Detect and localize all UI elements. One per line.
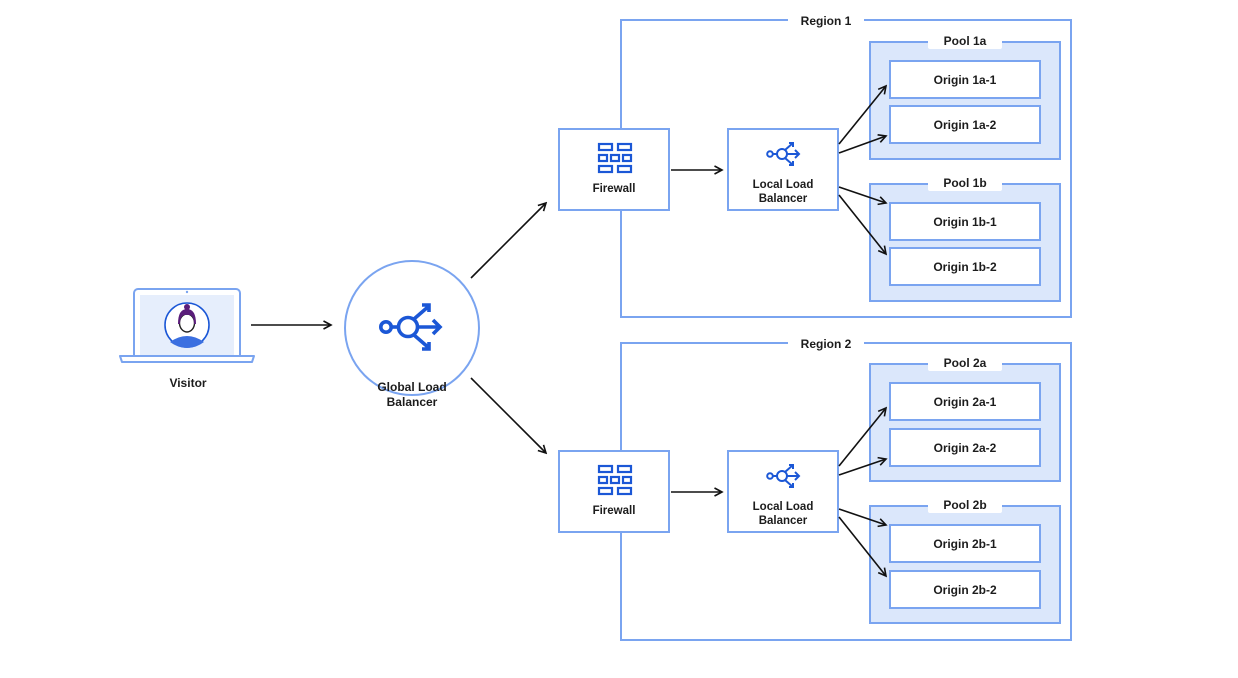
firewall-2: Firewall	[558, 450, 670, 533]
origin-1b-2: Origin 1b-2	[889, 247, 1041, 286]
pool-1b-label: Pool 1b	[928, 175, 1002, 191]
global-lb-label-line2: Balancer	[386, 395, 438, 409]
arrow-glb-to-firewall-1	[470, 203, 546, 279]
origin-2a-2: Origin 2a-2	[889, 428, 1041, 467]
pool-2b-label: Pool 2b	[928, 497, 1002, 513]
arrow-llb-2-to-origin-2b-2	[838, 516, 886, 576]
arrow-llb-2-to-origin-2b-1	[838, 508, 886, 525]
arrow-llb-1-to-origin-1b-1	[838, 186, 886, 203]
local-lb-1-label-line2: Balancer	[758, 193, 808, 205]
load-balancer-icon	[379, 303, 443, 351]
visitor-label: Visitor	[169, 376, 207, 390]
origin-2b-2: Origin 2b-2	[889, 570, 1041, 609]
global-load-balancer-circle	[344, 260, 480, 396]
arrow-llb-1-to-origin-1b-2	[838, 194, 886, 254]
local-load-balancer-1: Local Load Balancer	[727, 128, 839, 211]
arrow-llb-1-to-origin-1a-2	[838, 136, 886, 154]
local-load-balancer-2: Local Load Balancer	[727, 450, 839, 533]
firewall-2-label: Firewall	[592, 505, 636, 517]
origin-2a-1: Origin 2a-1	[889, 382, 1041, 421]
arrow-llb-2-to-origin-2a-1	[838, 408, 886, 467]
arrow-glb-to-firewall-2	[470, 377, 546, 453]
pool-1a-label: Pool 1a	[928, 33, 1002, 49]
local-lb-1-label-line1: Local Load	[752, 179, 814, 191]
origin-1b-1: Origin 1b-1	[889, 202, 1041, 241]
region-1-label: Region 1	[788, 13, 864, 29]
arrow-llb-2-to-origin-2a-2	[838, 459, 886, 476]
local-lb-2-label-line2: Balancer	[758, 515, 808, 527]
firewall-1: Firewall	[558, 128, 670, 211]
firewall-icon	[597, 142, 633, 174]
global-lb-label-line1: Global Load	[377, 380, 447, 394]
origin-1a-1: Origin 1a-1	[889, 60, 1041, 99]
region-2-label: Region 2	[788, 336, 864, 352]
firewall-icon	[597, 464, 633, 496]
load-balancer-icon	[766, 464, 801, 488]
origin-1a-2: Origin 1a-2	[889, 105, 1041, 144]
arrow-llb-1-to-origin-1a-1	[838, 86, 886, 145]
firewall-1-label: Firewall	[592, 183, 636, 195]
origin-2b-1: Origin 2b-1	[889, 524, 1041, 563]
laptop-icon	[119, 288, 255, 363]
local-lb-2-label-line1: Local Load	[752, 501, 814, 513]
pool-2a-label: Pool 2a	[928, 355, 1002, 371]
load-balancer-icon	[766, 142, 801, 166]
